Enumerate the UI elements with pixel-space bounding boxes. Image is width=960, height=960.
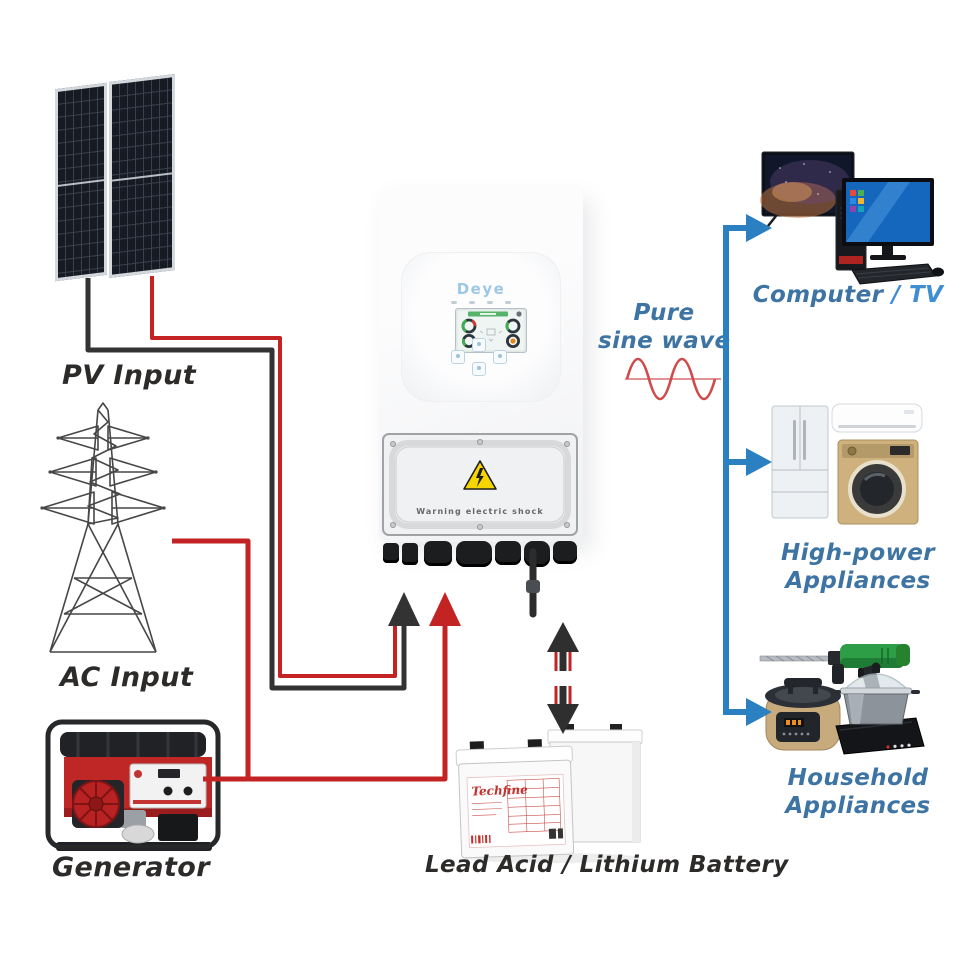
output-arrow-computer-tv [746,214,772,242]
inverter-button-up [472,338,486,352]
pure-sine-wave-label: Pure sine wave [598,300,731,354]
battery-bank-illustration: Techfine [455,724,643,863]
cable-gland [495,541,521,565]
ac-input-label: AC Input [60,662,194,693]
mouse [932,267,944,277]
mc4-connector [402,543,418,565]
pv-input-label: PV Input [62,360,197,391]
battery-label: Lead Acid / Lithium Battery [425,852,789,878]
high-power-label: High-power Appliances [781,540,935,594]
inverter-lcd-screen [455,308,527,353]
computer-tv-illustration [760,151,944,285]
ac-generator-input-arrow [429,592,461,626]
mc4-connector [383,543,399,563]
inverter-status-indicators [451,301,511,304]
sine-wave-icon [625,357,721,401]
pv-input-arrow [388,592,420,626]
inverter-illustration: Deye [379,188,583,567]
inverter-warning-text: Warning electric shock [416,507,544,516]
inverter-button-left [451,350,465,364]
washing-machine [837,439,919,525]
generator-label: Generator [52,852,210,883]
computer-tv-label: Computer / TV [752,282,944,308]
pv-wire-negative [85,278,407,691]
household-appliances-illustration [759,644,925,755]
output-arrow-high-power [746,448,772,476]
battery-brand-text: Techfine [471,783,528,799]
fridge [771,405,829,519]
battery-front: Techfine [455,739,575,859]
cable-gland-battery [524,541,550,567]
transmission-tower-illustration [40,402,166,653]
cooking-pot [832,662,920,725]
tv [760,151,855,227]
desktop-monitor [842,178,934,260]
desktop-tower [835,189,867,271]
power-drill [759,644,910,695]
cable-gland [456,541,492,567]
warning-triangle-icon [463,460,497,490]
high-power-appliances-illustration [771,403,923,525]
battery-bidirectional-arrow [547,622,579,734]
keyboard [851,263,937,285]
ac-wire [172,538,251,779]
inverter-wiring-cover: Warning electric shock [382,433,578,536]
household-label: Household Appliances [785,765,931,819]
solar-panels-illustration [0,0,220,300]
inverter-brand-logo: Deye [456,280,506,298]
pv-wire-positive [150,276,397,678]
cable-gland [424,541,452,566]
battery-back [547,724,643,843]
air-conditioner [831,403,923,433]
rice-cooker [765,678,841,751]
generator-wire [203,626,448,782]
solar-panel-left [55,82,107,282]
induction-cooker [835,717,925,755]
cable-gland [553,541,577,564]
inverter-button-enter [493,350,507,364]
solar-panel-right [109,73,175,279]
generator-illustration [45,719,221,851]
inverter-button-down [472,362,486,376]
output-arrow-household [746,698,772,726]
